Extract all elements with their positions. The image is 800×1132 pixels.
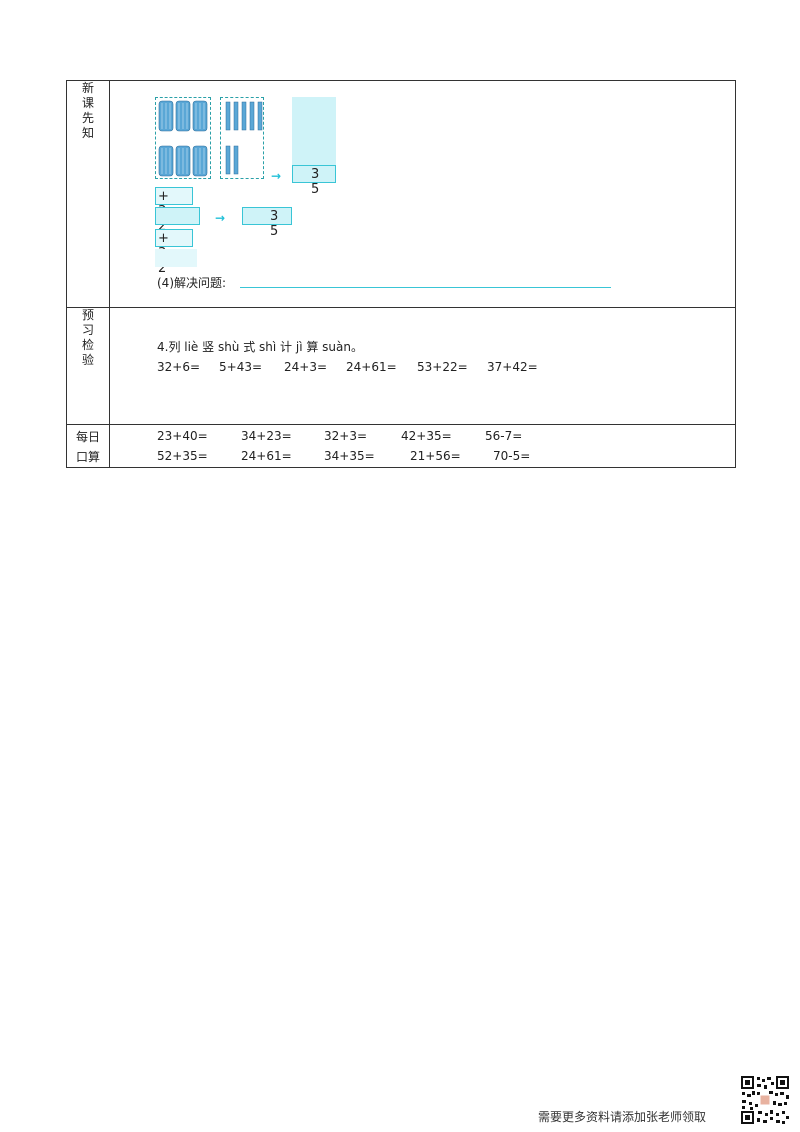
label-char: 新 [81,81,94,95]
tens-blocks-group [155,97,211,179]
label-char: 验 [81,353,94,367]
expression: 23+40= [157,429,208,443]
label-char: 知 [81,126,94,140]
expression: 42+35= [401,429,452,443]
label-char: 预 [81,308,94,322]
label-line: 口算 [75,450,100,464]
expression: 53+22= [417,360,468,374]
result-box[interactable] [155,249,197,267]
label-char: 课 [81,96,94,110]
expression: 24+3= [284,360,328,374]
section-preview-content: 4.列 liè 竖 shù 式 shì 计 jì 算 suàn。 32+6= 5… [109,307,736,425]
expression: 24+61= [241,449,292,463]
expression: 34+35= [324,449,375,463]
solve-problem-label: (4)解决问题: [157,276,227,290]
number-35: 3 5 [270,209,285,239]
footer-text: 需要更多资料请添加张老师领取 [538,1110,707,1124]
plus-32-box-a: + 3 2 [155,187,193,234]
arrow-right-icon: → [271,169,282,183]
section-preview-label: 预 习 检 验 [66,307,110,425]
expression: 5+43= [219,360,263,374]
expression: 52+35= [157,449,208,463]
instruction-text: 4.列 liè 竖 shù 式 shì 计 jì 算 suàn。 [157,340,363,354]
section-daily-content: 23+40= 34+23= 32+3= 42+35= 56-7= 52+35= … [109,424,736,468]
expression: 21+56= [410,449,461,463]
tens-blocks-icon [158,100,208,177]
expression: 32+6= [157,360,201,374]
worksheet-table: 新 课 先 知 [66,80,736,468]
number-box-35-b: 3 5 [242,207,292,239]
label-line: 每日 [75,430,100,444]
sticks-group [220,97,264,179]
sticks-icon [225,101,263,175]
answer-line[interactable] [240,287,611,288]
number-box-35-a: 3 5 [292,165,336,197]
section-new-lesson-label: 新 课 先 知 [66,80,110,308]
expression: 34+23= [241,429,292,443]
label-char: 习 [81,323,94,337]
expression: 24+61= [346,360,397,374]
qr-code-icon[interactable] [740,1075,790,1125]
plus-32-box-b: + 3 2 [155,229,193,276]
expression: 37+42= [487,360,538,374]
expression: 56-7= [485,429,523,443]
label-char: 先 [81,111,94,125]
answer-column-fill [292,97,336,165]
label-char: 检 [81,338,94,352]
answer-box[interactable] [155,207,200,225]
number-35: 3 5 [311,167,326,197]
expression: 70-5= [493,449,531,463]
section-daily-label: 每日 口算 [66,424,110,468]
arrow-right-icon: → [215,211,226,225]
section-new-lesson-content: → 3 5 + 3 2 → 3 5 + 3 2 [109,80,736,308]
expression: 32+3= [324,429,368,443]
